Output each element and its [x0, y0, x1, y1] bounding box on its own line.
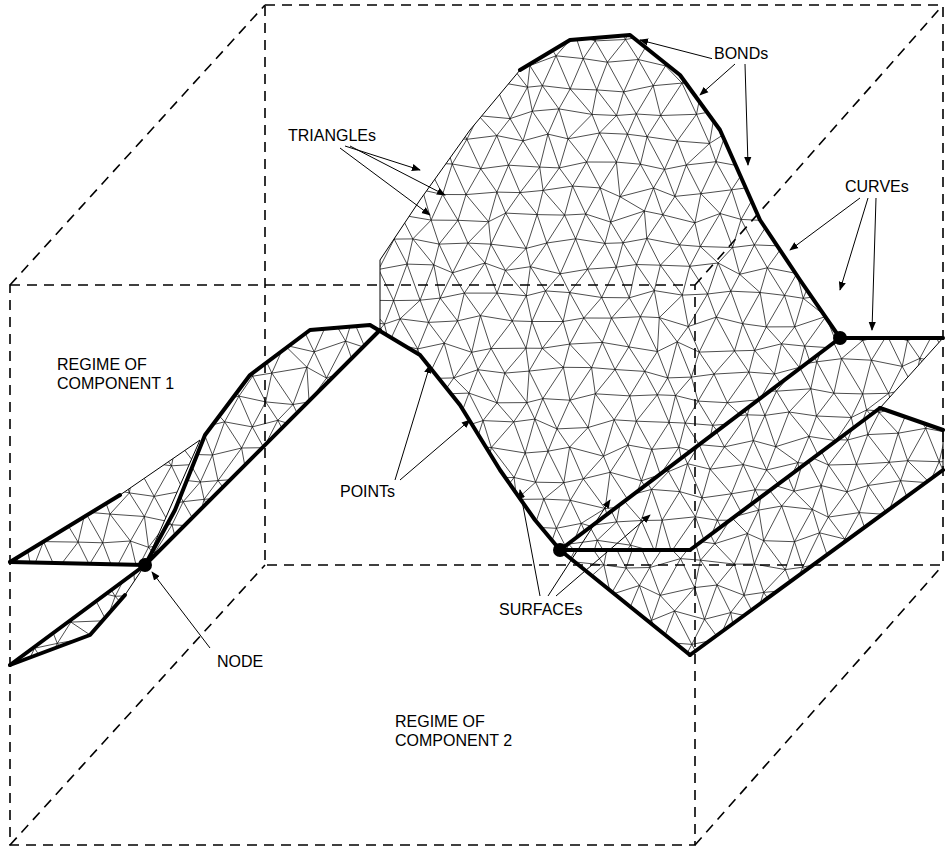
part-label: BONDs — [712, 44, 770, 63]
leader-lines — [152, 40, 876, 648]
part-label: CURVEs — [843, 177, 911, 196]
region-label: REGIME OF COMPONENT 1 — [55, 355, 199, 393]
triangle-mesh — [0, 4, 945, 675]
surface-edge — [10, 440, 200, 565]
surface-edge — [10, 565, 145, 665]
domain-box — [10, 5, 943, 845]
part-label: POINTs — [338, 482, 397, 501]
surface-edge — [560, 408, 943, 655]
part-label: NODE — [215, 652, 265, 671]
curves — [10, 35, 943, 665]
mesh-region — [113, 4, 864, 587]
region-label: REGIME OF COMPONENT 2 — [393, 712, 537, 750]
node-dots — [138, 331, 847, 572]
part-label: TRIANGLEs — [286, 126, 378, 145]
mesh-region — [0, 409, 236, 575]
mesh-region — [530, 307, 945, 578]
surface-edge — [560, 338, 943, 550]
surface-edge — [145, 35, 840, 565]
part-label: SURFACEs — [497, 600, 585, 619]
